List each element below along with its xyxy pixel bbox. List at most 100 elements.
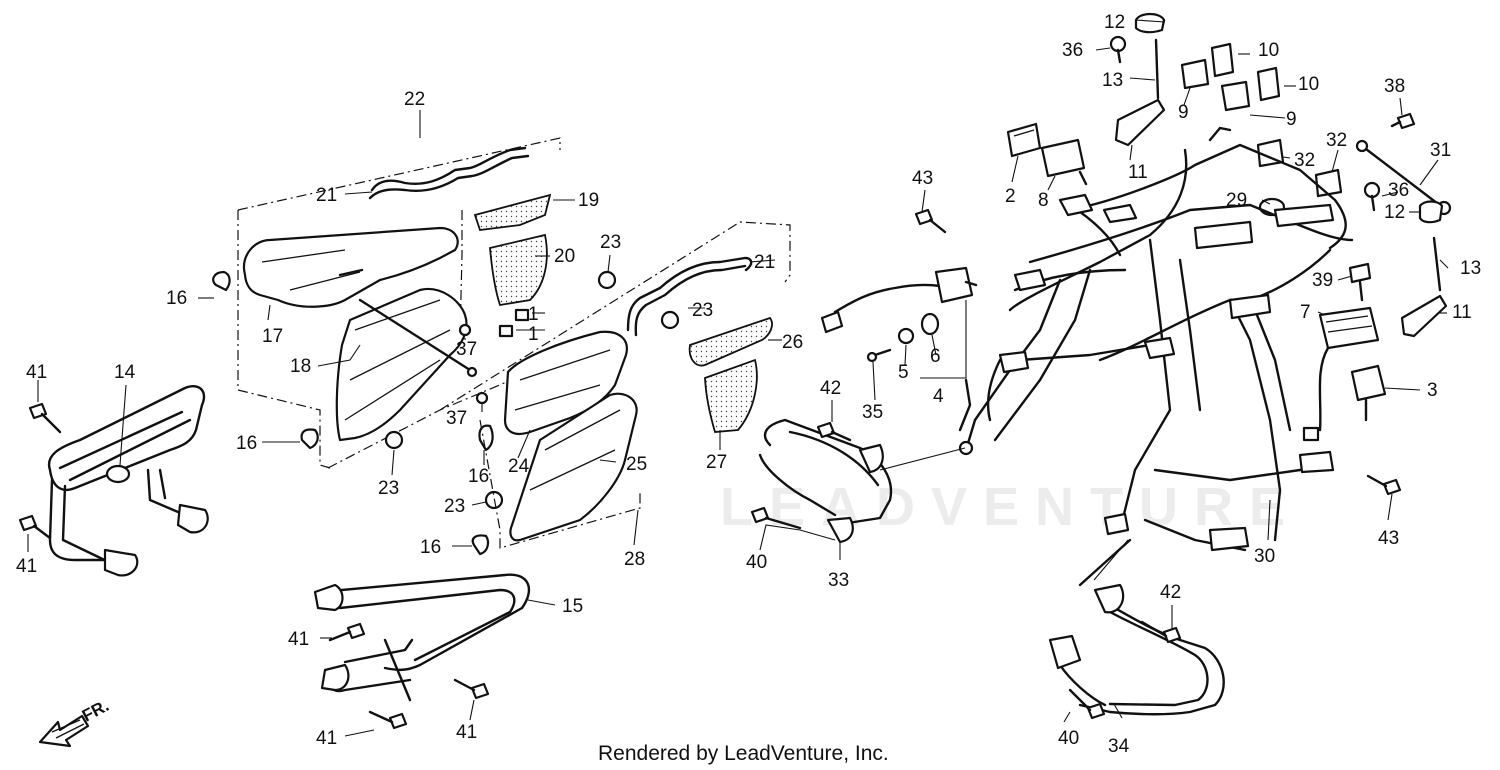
callout-15: 15 — [562, 596, 583, 617]
nut-23-c — [660, 310, 680, 330]
callout-16: 16 — [236, 433, 257, 454]
pipe-21-left — [368, 146, 530, 200]
screw-35 — [866, 348, 892, 363]
bolt-36-top — [1109, 35, 1127, 64]
callout-36: 36 — [1062, 40, 1083, 61]
callout-3: 3 — [1427, 380, 1438, 401]
callout-41: 41 — [456, 722, 477, 743]
cap-12-right — [1418, 200, 1444, 224]
callout-13: 13 — [1460, 258, 1481, 279]
relay-10-b — [1256, 66, 1281, 102]
rear-guard-left — [313, 573, 531, 702]
callout-labels: 1 1 2 3 4 5 6 7 8 9 9 10 10 11 11 12 12 … — [16, 12, 1481, 757]
grommet-16-c — [478, 424, 494, 452]
callout-22: 22 — [404, 89, 425, 110]
callout-32: 32 — [1326, 130, 1347, 151]
watermark: LEADVENTURE — [720, 477, 1301, 537]
side-guard-33 — [758, 418, 893, 544]
bolt-36-right — [1363, 181, 1381, 212]
callout-41: 41 — [16, 556, 37, 577]
bolt-40-a — [750, 506, 802, 530]
callout-37: 37 — [446, 408, 467, 429]
callout-23: 23 — [692, 300, 713, 321]
callout-24: 24 — [508, 456, 530, 477]
bolt-41-d — [453, 678, 490, 700]
switch-3 — [1350, 364, 1387, 422]
callout-37: 37 — [456, 339, 477, 360]
clip-1-b — [498, 324, 514, 338]
callout-19: 19 — [578, 190, 599, 211]
side-cover-25 — [509, 392, 638, 542]
callout-12: 12 — [1384, 202, 1405, 223]
bolt-40-b — [1068, 688, 1106, 720]
regulator-7 — [1302, 306, 1380, 442]
rear-guard-34 — [1048, 538, 1225, 716]
front-guard-left — [47, 385, 209, 577]
callout-43: 43 — [912, 168, 933, 189]
callout-41: 41 — [316, 728, 337, 749]
strap-13-top — [1154, 38, 1160, 100]
callout-43: 43 — [1378, 528, 1399, 549]
callout-23: 23 — [444, 496, 465, 517]
bolt-43-b — [1366, 474, 1402, 496]
callout-18: 18 — [290, 356, 311, 377]
callout-35: 35 — [862, 402, 883, 423]
callout-4: 4 — [933, 386, 944, 407]
callout-11: 11 — [1128, 162, 1148, 183]
callout-5: 5 — [898, 362, 909, 383]
callout-9: 9 — [1286, 109, 1297, 130]
callout-42: 42 — [1160, 582, 1181, 603]
callout-7: 7 — [1300, 302, 1311, 323]
callout-21: 21 — [754, 252, 775, 273]
leader-lines — [27, 19, 1449, 737]
callout-30: 30 — [1254, 546, 1275, 567]
bolt-41-b — [18, 514, 52, 540]
bolt-41-c — [328, 622, 366, 642]
callout-39: 39 — [1312, 270, 1333, 291]
relay-9-a — [1180, 58, 1210, 90]
callout-29: 29 — [1226, 190, 1247, 211]
callout-6: 6 — [930, 346, 941, 367]
callout-10: 10 — [1258, 40, 1279, 61]
callout-41: 41 — [288, 629, 309, 650]
relay-10-a — [1210, 42, 1235, 78]
callout-36: 36 — [1388, 180, 1409, 201]
pipe-21-right — [626, 256, 753, 337]
fitting-5 — [897, 327, 915, 345]
callout-42: 42 — [820, 378, 841, 399]
strap-13-right — [1432, 236, 1442, 292]
connector-2 — [1006, 122, 1042, 158]
callout-16: 16 — [468, 466, 489, 487]
callout-40: 40 — [1058, 728, 1079, 749]
bolt-39 — [1348, 262, 1372, 302]
bolt-42-a — [816, 421, 852, 442]
group-28-bracket — [439, 221, 791, 549]
side-cover-17 — [242, 226, 459, 308]
credit-text: Rendered by LeadVenture, Inc. — [598, 742, 889, 765]
grommet-16-b — [300, 428, 319, 450]
callout-26: 26 — [782, 332, 803, 353]
callout-28: 28 — [624, 549, 645, 570]
holder-11-top — [1114, 98, 1166, 147]
bolt-41-a — [28, 402, 62, 434]
callout-31: 31 — [1430, 140, 1451, 161]
bolt-38 — [1390, 112, 1416, 130]
callout-40: 40 — [746, 552, 767, 573]
callout-1: 1 — [528, 304, 539, 325]
relay-9-b — [1220, 80, 1251, 112]
screw-leader-18 — [358, 298, 478, 378]
callout-33: 33 — [828, 570, 849, 591]
callout-23: 23 — [378, 478, 399, 499]
nut-23-b — [597, 270, 617, 290]
harness-4 — [820, 266, 978, 334]
clip-1-a — [514, 308, 530, 322]
grommet-16-d — [471, 534, 490, 556]
callout-41: 41 — [26, 362, 47, 383]
frame-30 — [879, 126, 1354, 552]
nut-23-a — [384, 430, 404, 450]
callout-10: 10 — [1298, 74, 1319, 95]
callout-17: 17 — [262, 326, 283, 347]
pad-20 — [489, 233, 548, 307]
callout-34: 34 — [1108, 736, 1130, 757]
